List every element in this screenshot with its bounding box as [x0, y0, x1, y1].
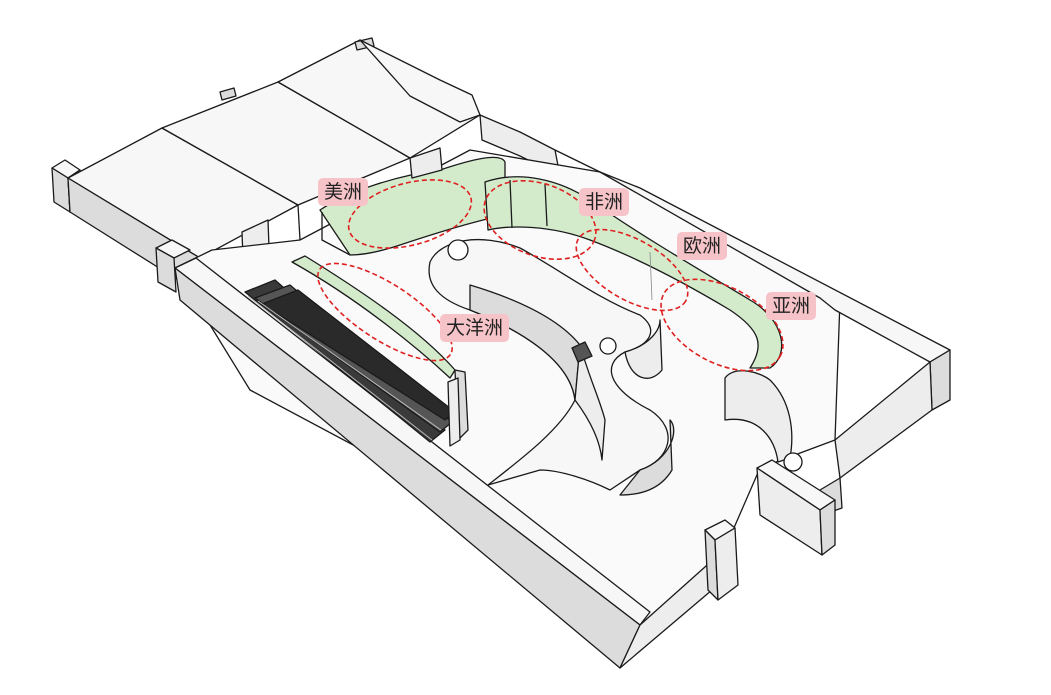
oceania-wall	[291, 255, 469, 447]
label-europe: 欧洲	[677, 232, 728, 260]
label-oceania: 大洋洲	[440, 314, 510, 342]
label-americas: 美洲	[318, 178, 369, 206]
americas-highlight-ellipse	[347, 179, 473, 249]
escalators	[244, 279, 456, 443]
oceania-highlight-ellipse	[317, 262, 453, 362]
europe-highlight-ellipse	[575, 228, 689, 312]
asia-end-wall	[724, 370, 803, 472]
label-asia: 亚洲	[766, 292, 817, 320]
front-wall	[174, 257, 739, 669]
americas-wall	[319, 147, 506, 256]
rear-stair-block	[359, 39, 601, 177]
label-africa: 非洲	[579, 188, 630, 216]
africa-highlight-ellipse	[483, 179, 597, 261]
central-island	[428, 238, 675, 496]
asia-highlight-ellipse	[660, 278, 784, 372]
right-end-block	[599, 171, 951, 556]
